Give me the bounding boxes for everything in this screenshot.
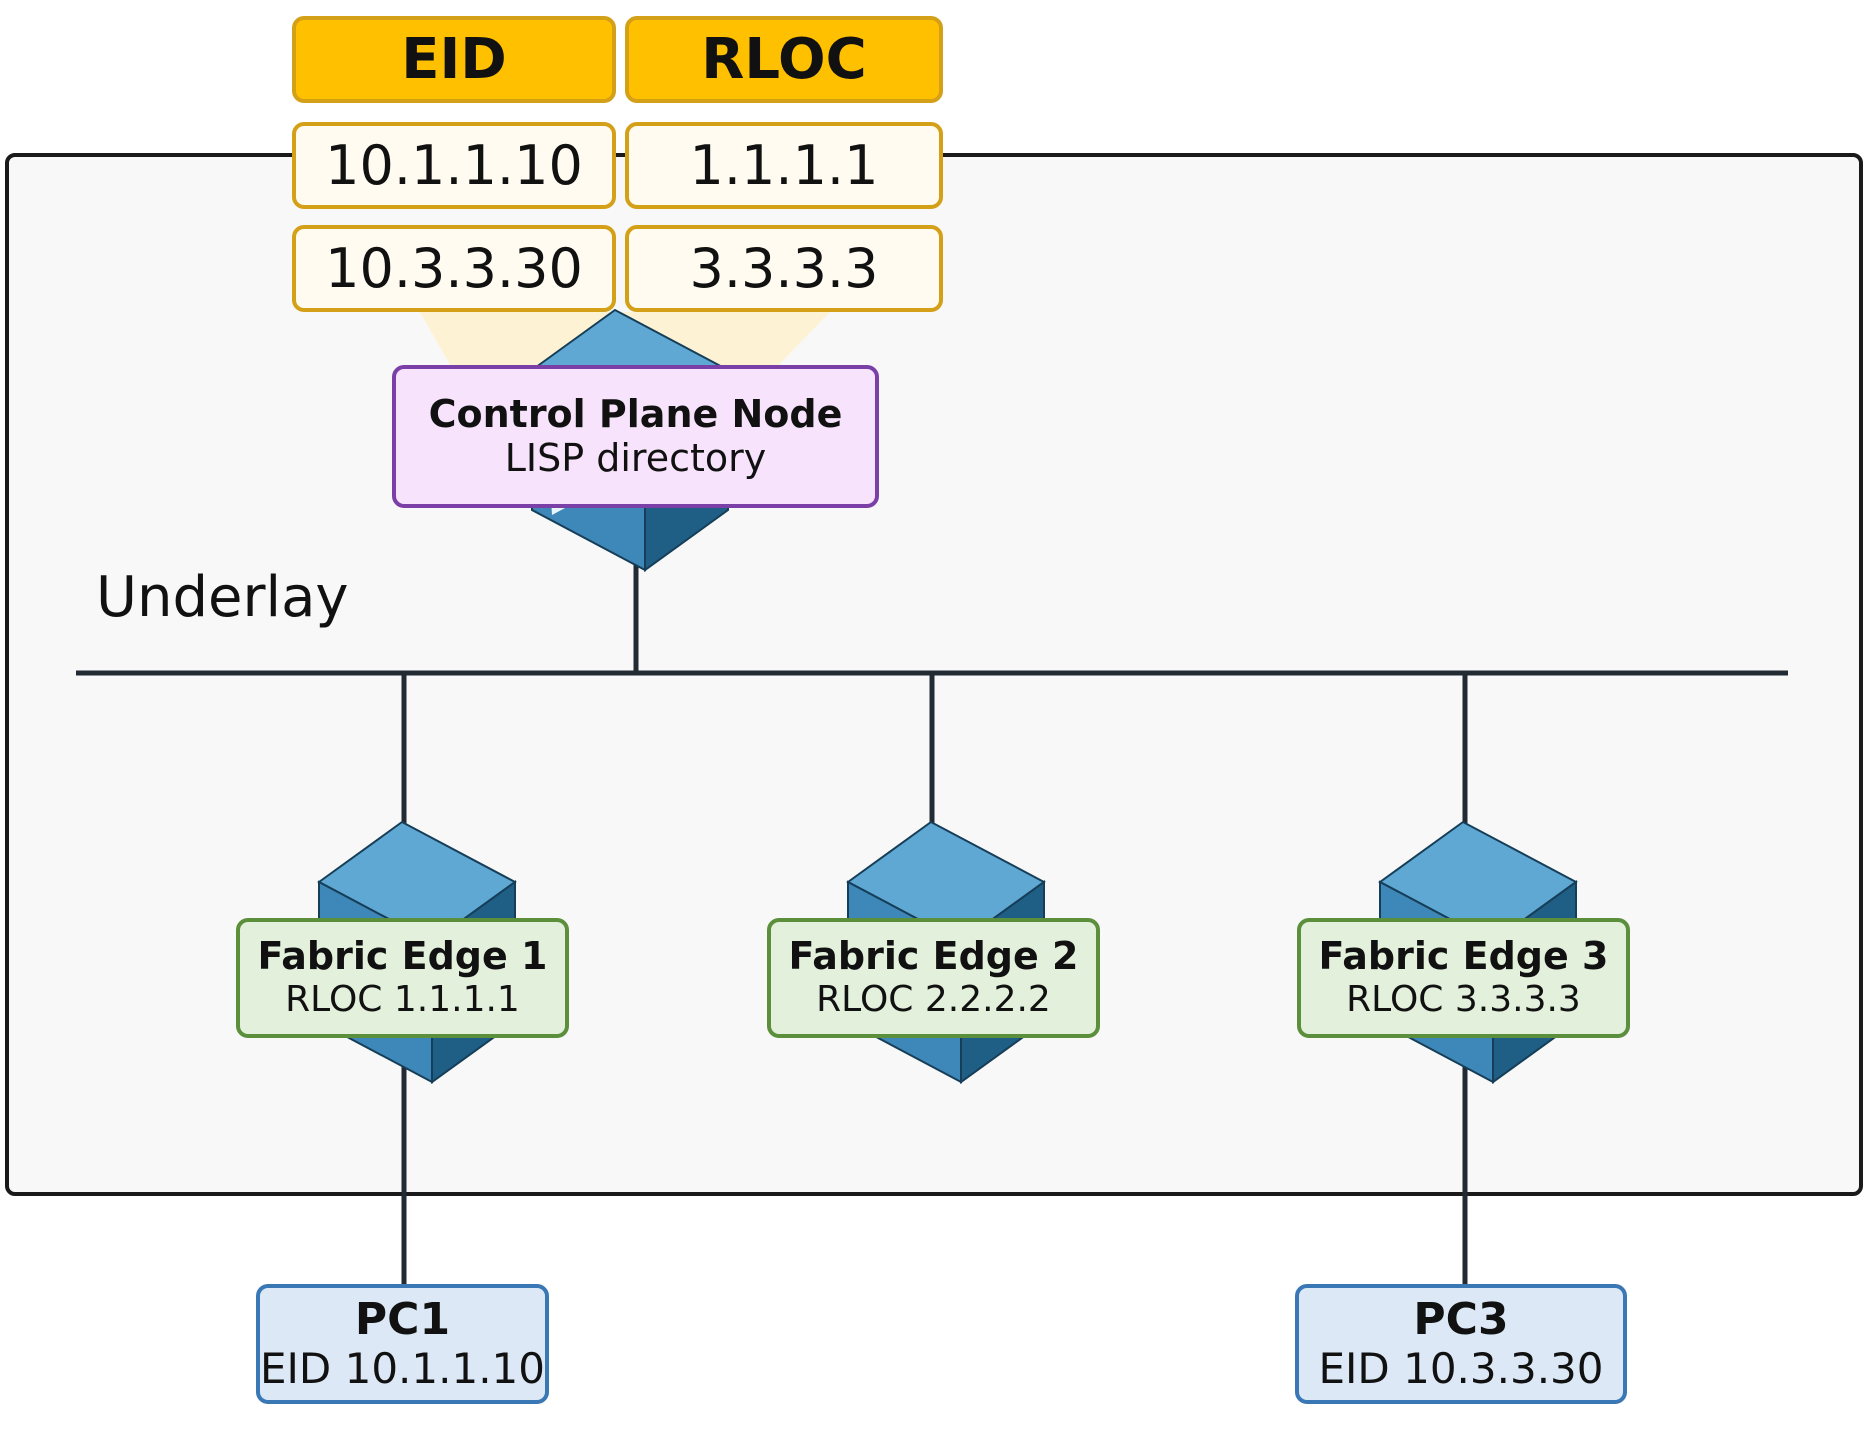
fabric-edge-1-title: Fabric Edge 1 xyxy=(257,934,548,979)
mapping-header-rloc: RLOC xyxy=(625,16,943,103)
fabric-edge-3-title: Fabric Edge 3 xyxy=(1318,934,1609,979)
fabric-edge-2: Fabric Edge 2 RLOC 2.2.2.2 xyxy=(767,918,1100,1038)
underlay-label: Underlay xyxy=(96,565,349,630)
control-plane-subtitle: LISP directory xyxy=(504,435,767,480)
mapping-header-eid: EID xyxy=(292,16,616,103)
mapping-row-2-rloc: 3.3.3.3 xyxy=(625,225,943,312)
fabric-edge-2-title: Fabric Edge 2 xyxy=(788,934,1079,979)
fabric-edge-3-rloc: RLOC 3.3.3.3 xyxy=(1346,979,1581,1021)
fabric-edge-2-rloc: RLOC 2.2.2.2 xyxy=(816,979,1051,1021)
mapping-row-2-eid: 10.3.3.30 xyxy=(292,225,616,312)
pc1: PC1 EID 10.1.1.10 xyxy=(256,1284,549,1404)
pc1-eid: EID 10.1.1.10 xyxy=(260,1344,545,1394)
control-plane-title: Control Plane Node xyxy=(428,391,843,436)
fabric-edge-1: Fabric Edge 1 RLOC 1.1.1.1 xyxy=(236,918,569,1038)
mapping-row-1-rloc: 1.1.1.1 xyxy=(625,122,943,209)
control-plane-node: Control Plane Node LISP directory xyxy=(392,365,879,508)
fabric-edge-3: Fabric Edge 3 RLOC 3.3.3.3 xyxy=(1297,918,1630,1038)
fabric-edge-1-rloc: RLOC 1.1.1.1 xyxy=(285,979,520,1021)
mapping-row-1-eid: 10.1.1.10 xyxy=(292,122,616,209)
pc1-title: PC1 xyxy=(354,1293,451,1345)
pc3: PC3 EID 10.3.3.30 xyxy=(1295,1284,1627,1404)
pc3-title: PC3 xyxy=(1413,1293,1509,1345)
pc3-eid: EID 10.3.3.30 xyxy=(1318,1344,1604,1394)
